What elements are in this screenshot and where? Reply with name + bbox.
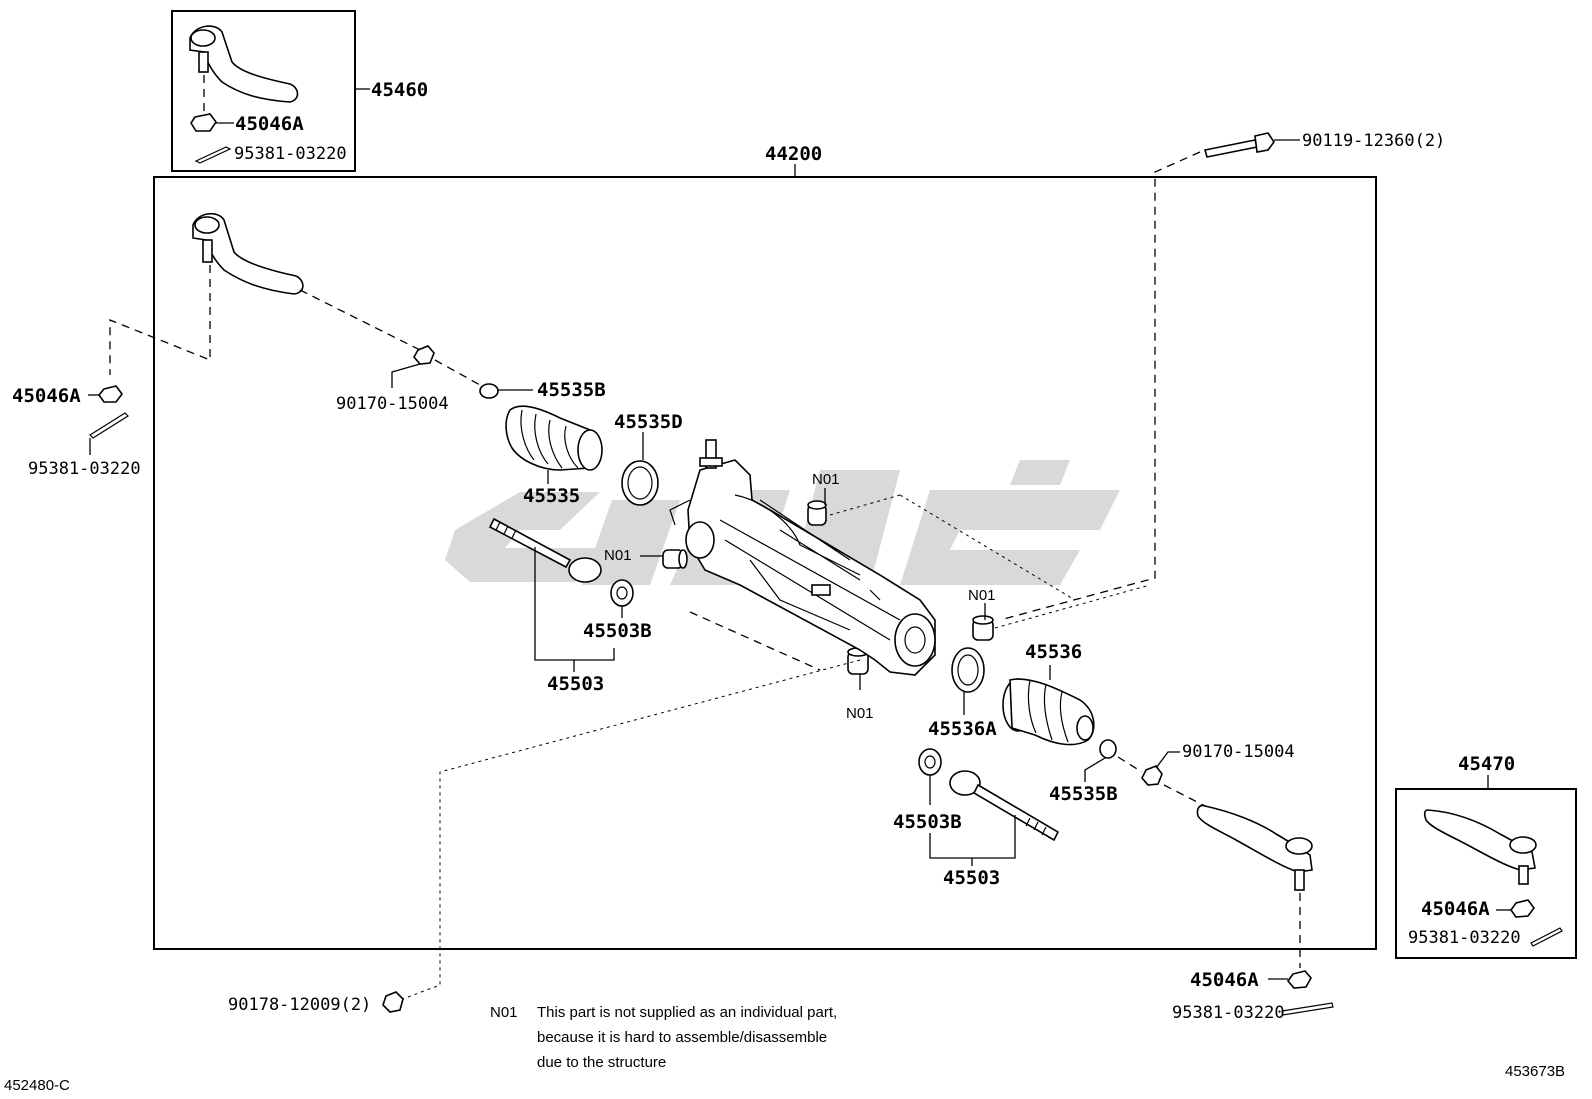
part-number-label: 45046A [235,113,304,135]
part-number-label: 90170-15004 [336,394,449,414]
dashed-guide-line [1117,756,1143,773]
diagram-code-left: 452480-C [4,1077,70,1094]
part-number-label: 45046A [1190,969,1259,991]
lock-nut-icon [1141,765,1163,786]
nut-icon [1286,970,1312,989]
part-number-label: 45536A [928,718,997,740]
n01-label: N01 [846,705,874,722]
leader-line [1155,751,1180,769]
dotted-guide-line [829,494,901,516]
tie-rod-end-icon [1423,809,1537,885]
note-line-1: This part is not supplied as an individu… [537,1004,837,1021]
dotted-guide-line [399,659,861,1001]
clamp-icon [479,383,499,399]
rack-boot-icon [505,405,603,471]
part-number-label: 44200 [765,143,822,165]
part-number-label: 95381-03220 [28,459,141,479]
part-number-label: 90119-12360(2) [1302,131,1445,151]
rack-housing-icon [669,439,936,676]
n01-label: N01 [604,547,632,564]
cotter-pin-icon [89,412,129,439]
clamp-icon [1099,739,1117,759]
part-number-label: 45535B [1049,783,1118,805]
part-number-label: 45536 [1025,641,1082,663]
cotter-pin-icon [1530,927,1563,947]
n01-bushing-icon [972,615,994,641]
washer-icon [918,748,942,776]
cotter-pin-icon [194,146,232,164]
tie-rod-end-icon [1196,804,1313,891]
part-number-label: 45503 [943,867,1000,889]
note-code: N01 [490,1004,518,1021]
nut-icon [190,113,217,132]
inner-tie-rod-icon [949,770,1060,842]
part-number-label: 45046A [1421,898,1490,920]
tie-rod-end-icon [189,25,299,103]
n01-label: N01 [812,471,840,488]
leader-line [1084,757,1106,782]
part-number-label: 45503B [583,620,652,642]
nut-icon [1510,899,1535,918]
part-number-label: 45535B [537,379,606,401]
dashed-guide-line [299,289,421,351]
dashed-guide-line [1163,784,1206,807]
dashed-guide-line [689,611,821,671]
part-number-label: 90170-15004 [1182,742,1295,762]
bolt-icon [382,991,404,1013]
part-number-label: 95381-03220 [1408,928,1521,948]
part-number-label: 95381-03220 [234,144,347,164]
part-number-label: 45535 [523,485,580,507]
tie-rod-end-icon [192,212,304,295]
note-line-3: due to the structure [537,1054,666,1071]
lock-nut-icon [413,345,435,365]
main-assembly-frame [153,176,1377,950]
part-number-label: 45046A [12,385,81,407]
n01-bushing-icon [807,500,827,526]
rack-boot-icon [1002,678,1095,746]
clamp-ring-icon [621,460,659,506]
dashed-guide-line [999,151,1201,621]
nut-icon [97,385,123,403]
dotted-guide-line [899,494,1076,601]
part-number-label: 45535D [614,411,683,433]
inner-tie-rod-icon [488,517,602,583]
part-number-label: 45470 [1458,753,1515,775]
inset-box-45470 [1395,788,1577,959]
dashed-guide-line [434,359,481,386]
part-number-label: 45503 [547,673,604,695]
dotted-guide-line [994,584,1151,629]
part-number-label: 45460 [371,79,428,101]
n01-bushing-icon [662,549,688,569]
diagram-code-right: 453673B [1505,1063,1565,1080]
washer-icon [610,579,634,607]
part-number-label: 45503B [893,811,962,833]
n01-label: N01 [968,587,996,604]
clamp-ring-icon [951,647,985,693]
part-number-label: 95381-03220 [1172,1003,1285,1023]
part-number-label: 90178-12009(2) [228,995,371,1015]
bolt-icon [1203,132,1275,158]
cotter-pin-icon [1281,1002,1334,1016]
inset-box-45460 [171,10,356,172]
dashed-guide-line [109,265,211,375]
leader-line [391,363,421,388]
note-line-2: because it is hard to assemble/disassemb… [537,1029,827,1046]
